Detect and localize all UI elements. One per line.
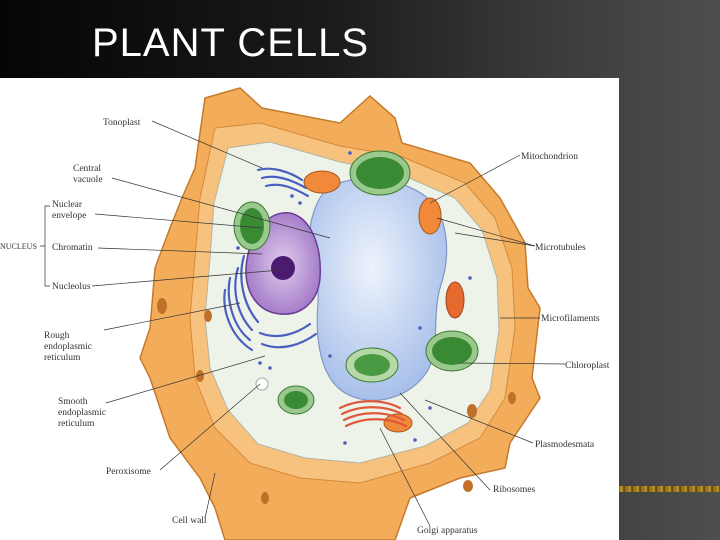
label-nucleus: NUCLEUS [0, 242, 37, 251]
label-nucleolus: Nucleolus [52, 282, 91, 292]
plant-cell-diagram: Tonoplast Central vacuole Nuclear envelo… [0, 78, 619, 540]
label-cell-wall: Cell wall [172, 516, 207, 526]
label-nuclear-envelope-1: Nuclear [52, 200, 83, 210]
label-rough-er-3: reticulum [44, 353, 81, 363]
label-peroxisome: Peroxisome [106, 467, 151, 477]
label-smooth-er-3: reticulum [58, 419, 95, 429]
plant-cell-illustration: Tonoplast Central vacuole Nuclear envelo… [0, 87, 610, 540]
slide-title: PLANT CELLS [92, 21, 370, 65]
decorative-strip [619, 486, 720, 492]
label-rough-er-2: endoplasmic [44, 342, 92, 352]
label-mitochondrion: Mitochondrion [521, 152, 578, 162]
plasmodesmata-pits [157, 298, 516, 504]
label-smooth-er-2: endoplasmic [58, 408, 106, 418]
label-microfilaments: Microfilaments [541, 313, 600, 324]
label-central-vacuole-1: Central [73, 164, 101, 174]
mitochondria [303, 170, 465, 433]
label-microtubules: Microtubules [535, 243, 586, 253]
label-ribosomes: Ribosomes [493, 485, 536, 495]
label-plasmodesmata: Plasmodesmata [535, 440, 595, 450]
rough-er [223, 167, 318, 352]
label-central-vacuole-2: vacuole [73, 175, 103, 185]
leader-lines [91, 120, 566, 527]
label-chromatin: Chromatin [52, 243, 93, 253]
peroxisome [255, 377, 269, 391]
ribosomes [236, 151, 472, 445]
label-golgi-apparatus: Golgi apparatus [417, 526, 478, 536]
label-chloroplast: Chloroplast [565, 361, 610, 371]
label-tonoplast: Tonoplast [103, 118, 141, 128]
golgi-apparatus [338, 400, 408, 428]
label-smooth-er-1: Smooth [58, 397, 88, 407]
nucleolus [271, 256, 295, 280]
nucleus-bracket [40, 205, 50, 287]
label-rough-er-1: Rough [44, 331, 70, 341]
label-nuclear-envelope-2: envelope [52, 211, 86, 221]
